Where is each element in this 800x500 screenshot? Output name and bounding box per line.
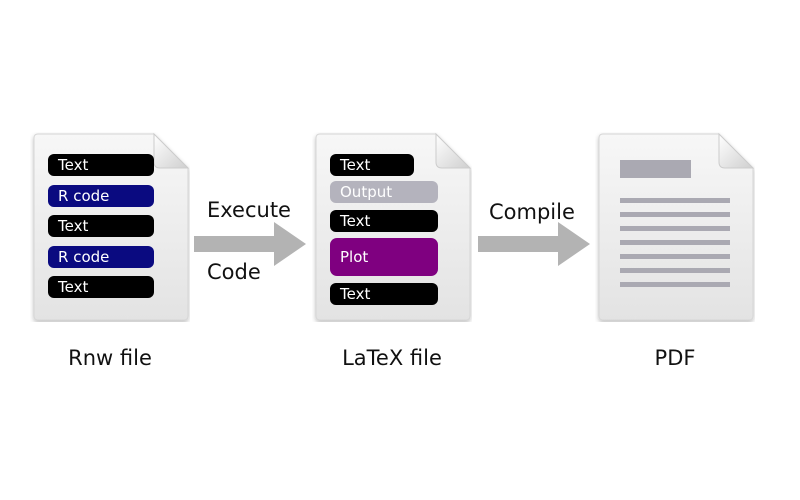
- pdf-title-line: [620, 160, 691, 178]
- latex-document: Text Output Text Plot Text: [312, 132, 472, 322]
- pdf-text-line: [620, 268, 730, 273]
- rnw-block-rcode-2: R code: [48, 246, 154, 268]
- latex-block-text-1: Text: [330, 154, 414, 176]
- rnw-document: Text R code Text R code Text: [30, 132, 190, 322]
- pdf-text-line: [620, 212, 730, 217]
- execute-label: Execute: [207, 198, 291, 222]
- rnw-block-text-1: Text: [48, 154, 154, 176]
- latex-block-output: Output: [330, 181, 438, 203]
- pdf-caption: PDF: [654, 346, 696, 370]
- latex-block-text-2: Text: [330, 210, 438, 232]
- pdf-document: [595, 132, 755, 322]
- rnw-block-rcode-1: R code: [48, 185, 154, 207]
- compile-arrow-icon: [478, 222, 590, 266]
- rnw-block-text-3: Text: [48, 276, 154, 298]
- pdf-text-line: [620, 254, 730, 259]
- pdf-text-line: [620, 198, 730, 203]
- latex-block-plot: Plot: [330, 238, 438, 276]
- latex-caption: LaTeX file: [342, 346, 442, 370]
- code-label: Code: [207, 260, 261, 284]
- pdf-text-line: [620, 240, 730, 245]
- pdf-text-line: [620, 226, 730, 231]
- rnw-caption: Rnw file: [68, 346, 152, 370]
- latex-block-text-3: Text: [330, 283, 438, 305]
- rnw-block-text-2: Text: [48, 215, 154, 237]
- compile-label: Compile: [489, 200, 575, 224]
- pdf-text-line: [620, 282, 730, 287]
- execute-arrow-icon: [194, 222, 306, 266]
